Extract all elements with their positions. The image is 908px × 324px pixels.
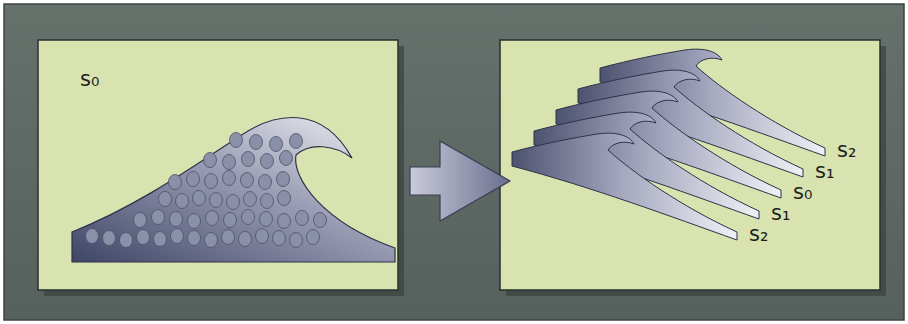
- panel: [38, 40, 398, 290]
- particle: [242, 210, 255, 225]
- particle: [250, 135, 263, 150]
- particle: [273, 231, 286, 246]
- particle: [307, 230, 320, 245]
- section-label: s₁: [815, 160, 834, 183]
- wave-slice: [512, 133, 737, 240]
- particle: [222, 230, 235, 245]
- particle: [187, 172, 200, 187]
- particle: [205, 174, 218, 189]
- panel: s₀: [38, 40, 398, 290]
- particle: [223, 155, 236, 170]
- particles: [86, 133, 327, 248]
- particle: [206, 211, 219, 226]
- particle: [170, 212, 183, 227]
- particle: [239, 232, 252, 247]
- particle: [261, 194, 274, 209]
- particle: [278, 214, 291, 229]
- particle: [137, 230, 150, 245]
- section-label: s₂: [837, 139, 856, 162]
- particle: [277, 172, 290, 187]
- particle: [171, 229, 184, 244]
- particle: [152, 210, 165, 225]
- particle: [242, 152, 255, 167]
- particle: [205, 233, 218, 248]
- particle: [210, 193, 223, 208]
- particle: [86, 229, 99, 244]
- particle: [188, 214, 201, 229]
- particle: [159, 192, 172, 207]
- section-label: s₁: [771, 202, 790, 225]
- panel: s₂s₁s₀s₁s₂: [500, 40, 880, 290]
- particle: [270, 137, 283, 152]
- section-label: s₀: [793, 181, 812, 204]
- frame: [4, 4, 904, 320]
- particle: [103, 231, 116, 246]
- particle: [188, 231, 201, 246]
- particle: [154, 232, 167, 247]
- particle: [290, 134, 303, 149]
- particle: [169, 175, 182, 190]
- particle: [176, 194, 189, 209]
- particle: [204, 153, 217, 168]
- particle: [296, 211, 309, 226]
- particle: [261, 154, 274, 169]
- particle: [260, 212, 273, 227]
- particle: [290, 233, 303, 248]
- section-label: s₂: [749, 223, 768, 246]
- particle: [256, 229, 269, 244]
- wave-shape: [72, 118, 395, 262]
- particle: [193, 191, 206, 206]
- particle: [223, 171, 236, 186]
- particle: [134, 213, 147, 228]
- panel: [500, 40, 880, 290]
- particle: [244, 192, 257, 207]
- wave-slices: [512, 49, 825, 240]
- particle: [227, 195, 240, 210]
- particle: [280, 151, 293, 166]
- particle: [224, 213, 237, 228]
- particle: [259, 175, 272, 190]
- particle: [230, 133, 243, 148]
- block-arrow: [410, 141, 510, 221]
- particle: [314, 213, 327, 228]
- section-label: s₀: [80, 68, 99, 91]
- particle: [120, 233, 133, 248]
- particle: [278, 191, 291, 206]
- particle: [241, 173, 254, 188]
